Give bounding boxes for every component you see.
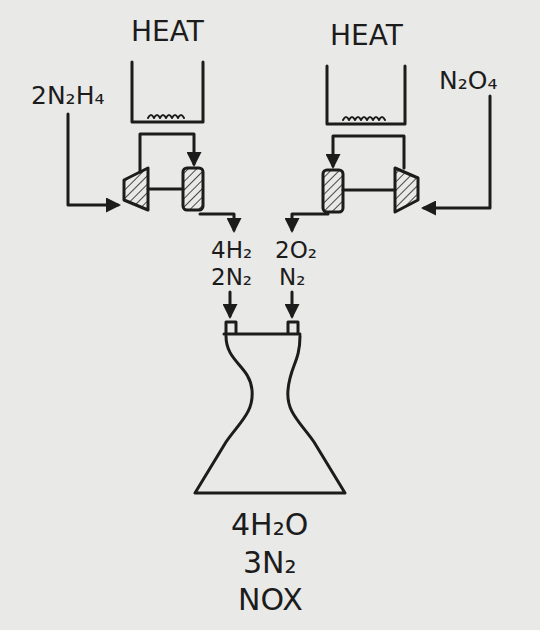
shaft (148, 188, 183, 191)
chemical-label: 2N₂ (211, 266, 252, 289)
heater-coil (343, 117, 385, 120)
heater-node: HEAT (330, 22, 403, 50)
heater-label: HEAT (330, 22, 403, 50)
chemical-label: NOX (238, 585, 303, 615)
chemical-label: 4H₂O (231, 510, 308, 540)
bracket-arrow (333, 136, 404, 168)
chemical-label: 3N₂ (243, 548, 297, 578)
flow-arrow (291, 292, 294, 316)
chemical-label: N₂ (279, 266, 305, 289)
flow-arrow (292, 214, 328, 230)
chemical-label: 2N₂H₄ (31, 83, 104, 108)
chemical-label: 4H₂ (211, 239, 252, 262)
turbine-symbol (395, 168, 418, 212)
heater-label: HEAT (131, 18, 204, 46)
feed-line (68, 114, 118, 205)
rocket-nozzle (195, 336, 345, 493)
injector (224, 322, 300, 334)
heater-box (132, 62, 203, 122)
heater-coil (148, 115, 184, 118)
flow-arrow (200, 214, 234, 230)
chemical-label: 2O₂ (275, 239, 317, 262)
pump-symbol (183, 168, 203, 210)
heater-box (327, 66, 405, 124)
chemical-label: N₂O₄ (439, 68, 497, 93)
shaft (343, 189, 395, 192)
heater-node: HEAT (131, 18, 204, 46)
bracket-arrow (140, 134, 194, 172)
pump-symbol (323, 170, 343, 212)
flow-arrow (229, 292, 232, 316)
feed-line (424, 96, 490, 208)
turbine-symbol (124, 168, 148, 210)
